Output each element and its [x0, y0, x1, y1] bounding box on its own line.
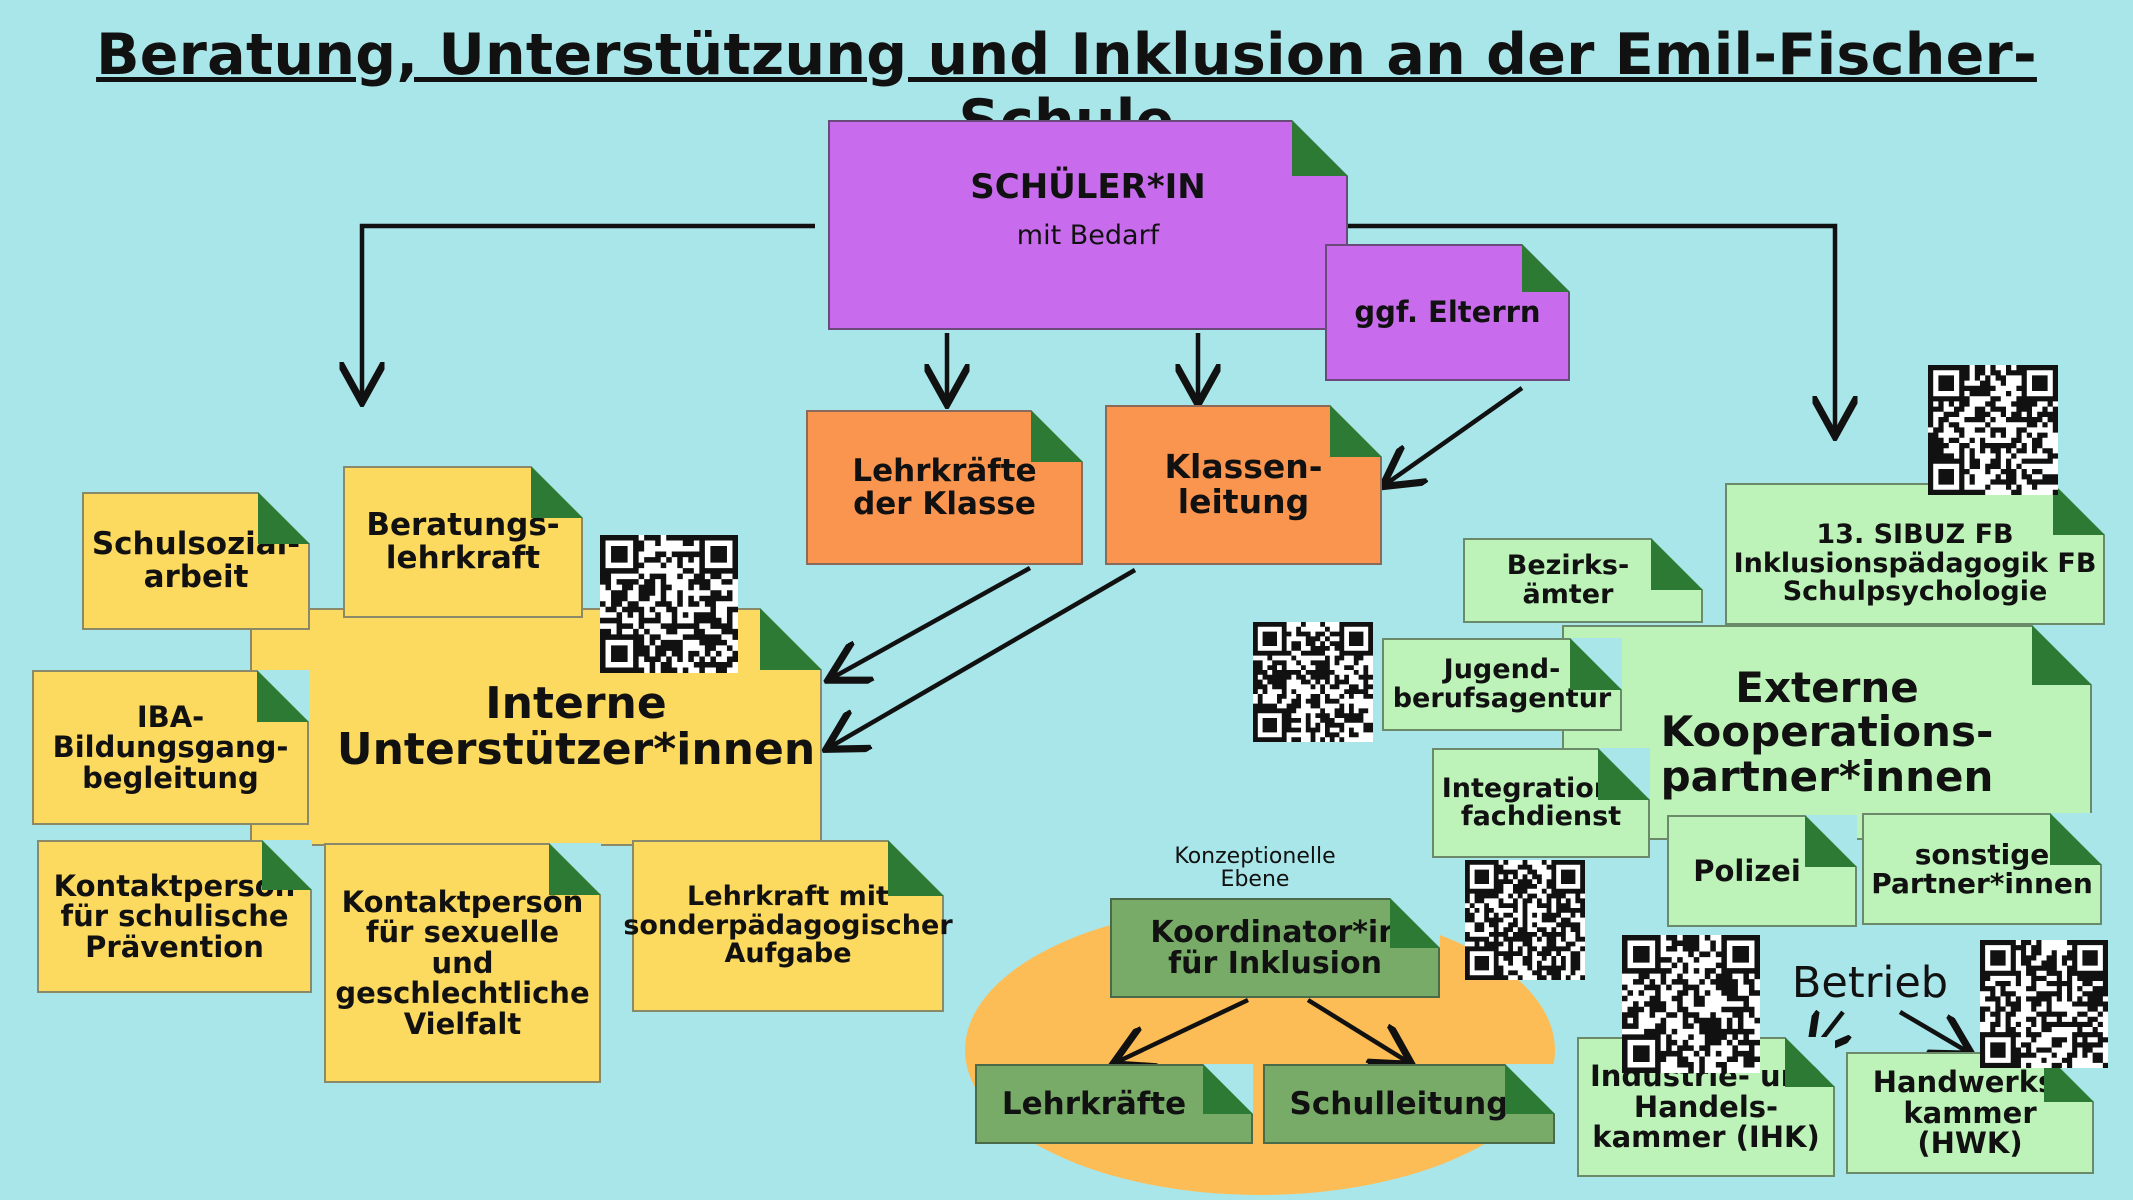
sibuz-label: 13. SIBUZ FB Inklusionspädagogik FB Schu… — [1733, 519, 2097, 608]
coordinator-label: Koordinator*in für Inklusion — [1150, 914, 1400, 981]
prevention-note: Kontaktperson für schulische Prävention — [37, 840, 312, 993]
social-work-label: Schulsozial- arbeit — [91, 526, 301, 595]
student-label: SCHÜLER*IN — [970, 166, 1206, 207]
sibuz-note: 13. SIBUZ FB Inklusionspädagogik FB Schu… — [1725, 483, 2105, 625]
qr-code-icon — [1465, 860, 1585, 980]
social-work-note: Schulsozial- arbeit — [82, 492, 310, 630]
district-note: Bezirks- ämter — [1463, 538, 1703, 623]
qr-code-icon — [600, 535, 738, 673]
special-ed-note: Lehrkraft mit sonderpädagogischer Aufgab… — [623, 840, 953, 1012]
diversity-label: Kontaktperson für sexuelle und geschlech… — [335, 884, 590, 1041]
arrow-coordinator-to-school-lead — [1306, 998, 1408, 1062]
counseling-teacher-label: Beratungs- lehrkraft — [366, 507, 560, 576]
class-teachers-note: Lehrkräfte der Klasse — [806, 410, 1083, 565]
arrow-student-to-internal — [362, 223, 815, 398]
youth-agency-note: Jugend- berufsagentur — [1382, 638, 1622, 731]
police-label: Polizei — [1693, 853, 1801, 888]
company-label: Betrieb — [1791, 958, 1949, 1008]
special-ed-label: Lehrkraft mit sonderpädagogischer Aufgab… — [623, 881, 953, 970]
arrow-class-lead-to-internal — [830, 568, 1137, 747]
arrow-student-to-external — [1346, 223, 1835, 432]
others-note: sonstige Partner*innen — [1862, 813, 2102, 925]
qr-code-icon — [1980, 940, 2108, 1068]
qr-code-icon — [1622, 935, 1760, 1073]
district-label: Bezirks- ämter — [1506, 550, 1630, 610]
arrow-coordinator-to-teachers — [1117, 997, 1249, 1062]
qr-code-icon — [1253, 622, 1373, 742]
external-main-label: Externe Kooperations- partner*innen — [1660, 663, 1994, 801]
parents-note: ggf. Elterrn — [1325, 244, 1570, 381]
iba-note: IBA- Bildungsgang- begleitung — [32, 670, 309, 825]
hwk-label: Handwerks- kammer (HWK) — [1872, 1065, 2068, 1161]
internal-main-note: Interne Unterstützer*innen — [250, 608, 822, 846]
hwk-note: Handwerks- kammer (HWK) — [1846, 1052, 2094, 1174]
school-lead-note: Schulleitung — [1263, 1064, 1555, 1144]
youth-agency-label: Jugend- berufsagentur — [1392, 654, 1612, 714]
qr-code-icon — [1928, 365, 2058, 495]
class-lead-label: Klassen- leitung — [1164, 447, 1323, 521]
integration-label: Integrations- fachdienst — [1441, 772, 1641, 832]
class-teachers-label: Lehrkräfte der Klasse — [852, 452, 1037, 522]
coordinator-note: Koordinator*in für Inklusion — [1110, 898, 1440, 998]
teachers-label: Lehrkräfte — [1001, 1085, 1187, 1122]
prevention-label: Kontaktperson für schulische Prävention — [53, 868, 296, 964]
police-note: Polizei — [1667, 815, 1857, 927]
conceptual-label: Konzeptionelle Ebene — [1174, 844, 1336, 893]
internal-main-label: Interne Unterstützer*innen — [336, 677, 816, 775]
parents-label: ggf. Elterrn — [1354, 295, 1541, 330]
arrow-parents-to-class-lead — [1386, 386, 1524, 484]
ihk-label: Industrie- und Handels- kammer (IHK) — [1589, 1059, 1823, 1155]
external-main-note: Externe Kooperations- partner*innen — [1562, 625, 2092, 840]
diversity-note: Kontaktperson für sexuelle und geschlech… — [324, 843, 601, 1083]
class-lead-note: Klassen- leitung — [1105, 405, 1382, 565]
others-label: sonstige Partner*innen — [1871, 837, 2093, 900]
school-lead-label: Schulleitung — [1289, 1085, 1509, 1122]
teachers-note: Lehrkräfte — [975, 1064, 1253, 1144]
arrow-class-teachers-to-internal — [832, 566, 1032, 678]
iba-label: IBA- Bildungsgang- begleitung — [52, 699, 289, 795]
student-note: SCHÜLER*IN mit Bedarf — [828, 120, 1348, 330]
student-sublabel: mit Bedarf — [1016, 219, 1160, 251]
counseling-teacher-note: Beratungs- lehrkraft — [343, 466, 583, 618]
arrow-company-to-hwk — [1898, 1010, 1968, 1052]
integration-note: Integrations- fachdienst — [1432, 748, 1650, 858]
